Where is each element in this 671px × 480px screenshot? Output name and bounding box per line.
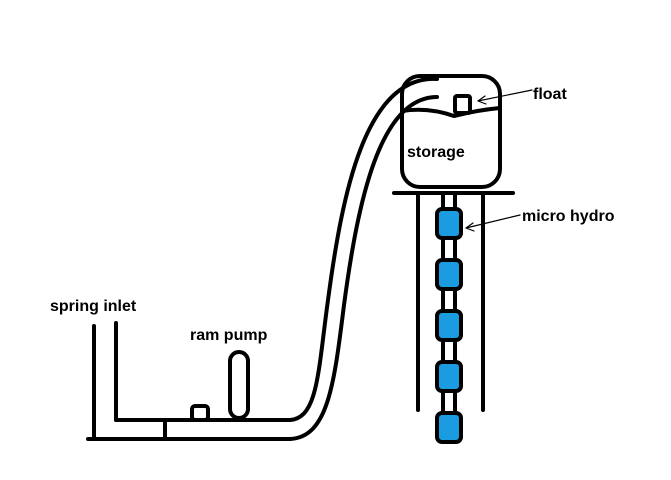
turbine-2 [435,258,463,291]
ram-pump [190,350,250,422]
turbine-4 [435,360,463,393]
float-label: float [533,86,567,103]
spring-inlet-pipe [92,321,118,441]
micro-hydro-label: micro hydro [522,208,615,225]
float-pointer-arrow [477,89,533,105]
supply-pipe [86,418,292,441]
delivery-pipe [288,76,439,441]
storage-label: storage [407,144,465,161]
turbine-1 [435,207,463,240]
ram-pump-label: ram pump [190,327,268,344]
support-tower [416,191,485,412]
storage-tank [400,74,502,189]
turbine-3 [435,309,463,342]
turbine-5 [435,411,463,444]
float-box [453,94,472,115]
micro-hydro-pointer-arrow [465,214,521,232]
micro-hydro-turbines [435,207,463,444]
spring-inlet-label: spring inlet [50,298,137,315]
